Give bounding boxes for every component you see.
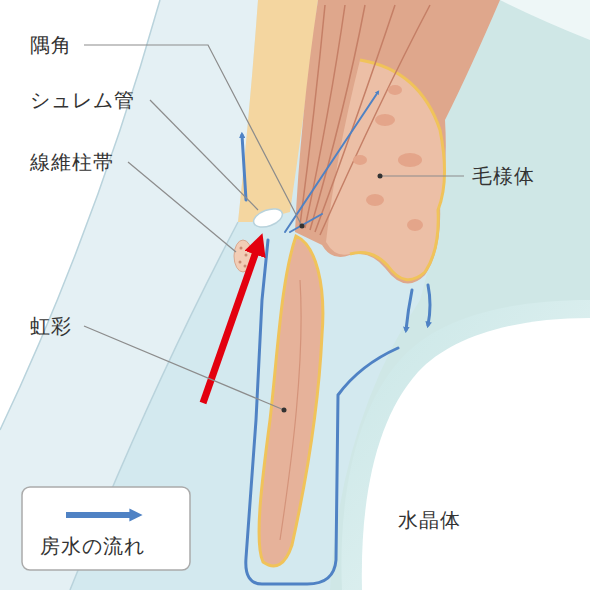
leader-lines <box>84 45 464 410</box>
lens-capsule <box>341 300 590 590</box>
legend-box <box>22 487 190 570</box>
part-label: シュレム管 <box>30 88 135 112</box>
tissue-spot <box>366 194 384 206</box>
leader-dot <box>300 224 305 229</box>
lens <box>362 318 590 590</box>
dot <box>240 247 243 250</box>
leader-dots <box>282 174 383 413</box>
legend-arrow-sample <box>66 512 136 518</box>
tissue-spot <box>388 85 402 95</box>
ciliary-muscle <box>295 0 500 284</box>
part-label: 水晶体 <box>398 508 461 532</box>
leader-dot <box>282 408 287 413</box>
flow-arrow <box>428 285 430 325</box>
part-label: 毛様体 <box>472 164 535 188</box>
cornea-outline <box>0 0 160 430</box>
flow-arrow <box>290 214 322 232</box>
tissue-spot <box>353 155 367 165</box>
leader-line <box>128 162 236 252</box>
tissue-spot <box>398 153 422 167</box>
tissue-spot <box>407 219 423 231</box>
iris-stroma <box>280 280 301 540</box>
muscle-fiber <box>315 5 395 232</box>
flow-arrow <box>242 135 246 200</box>
muscle-fibers <box>300 5 430 235</box>
part-label: 線維柱帯 <box>30 150 114 174</box>
outside-region <box>500 0 590 40</box>
flow-arrow <box>406 290 412 330</box>
flow-path <box>246 240 398 584</box>
part-label: 隅角 <box>30 33 72 57</box>
legend-label: 房水の流れ <box>40 534 145 558</box>
leader-line <box>84 326 284 410</box>
leader-line <box>382 175 464 176</box>
dot <box>244 265 247 268</box>
flow-arrow <box>285 92 378 232</box>
cornea <box>0 0 258 590</box>
ciliary-texture <box>353 85 423 231</box>
dot <box>239 261 242 264</box>
meshwork-dots <box>239 247 248 268</box>
schlemm-canal <box>251 205 285 230</box>
dot <box>245 254 248 257</box>
leader-line <box>84 45 302 226</box>
leader-dot <box>378 174 383 179</box>
tissue-spot <box>375 114 395 126</box>
muscle-fiber <box>320 5 430 235</box>
part-label: 虹彩 <box>30 314 72 338</box>
iris <box>259 236 323 566</box>
